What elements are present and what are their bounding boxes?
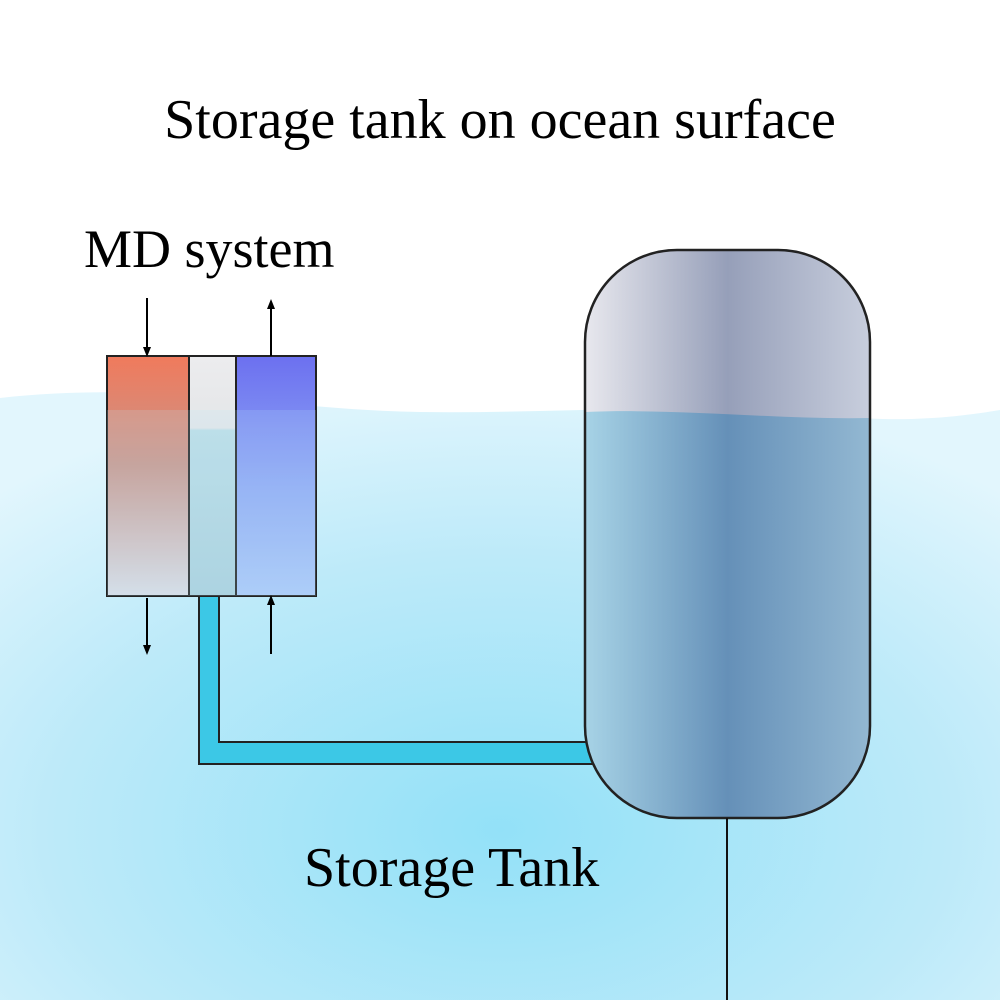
hot-feed-channel: [106, 355, 190, 597]
diagram-title: Storage tank on ocean surface: [164, 89, 836, 151]
md-module: [106, 355, 317, 597]
md-system-label: MD system: [84, 219, 335, 279]
storage-tank: [583, 248, 872, 820]
cold-coolant-channel: [235, 355, 317, 597]
storage-tank-label: Storage Tank: [304, 837, 600, 899]
